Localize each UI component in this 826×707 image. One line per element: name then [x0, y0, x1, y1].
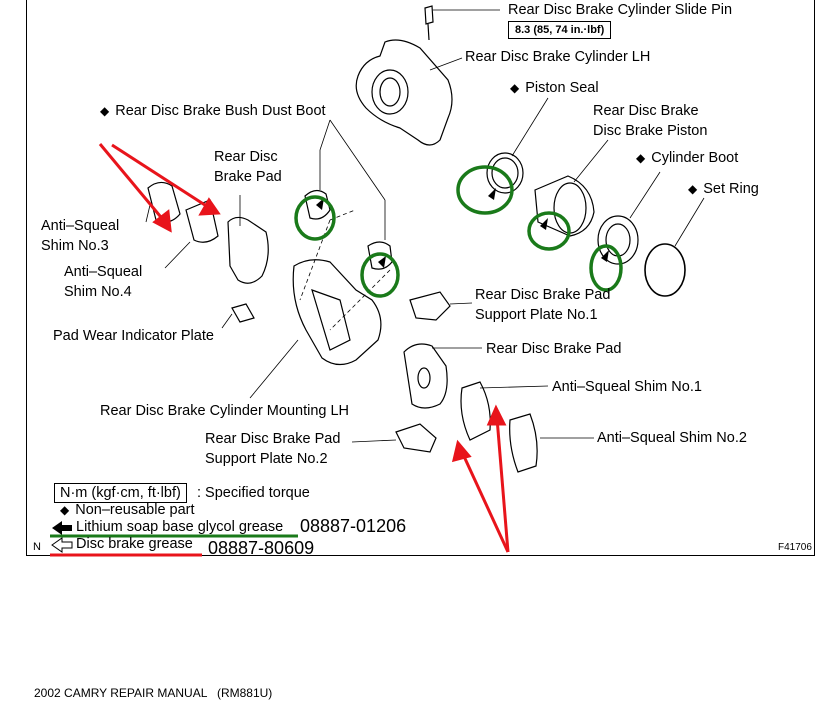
legend-nonreusable: ◆Non–reusable part — [60, 502, 195, 518]
label-support-plate-2: Rear Disc Brake Pad Support Plate No.2 — [205, 431, 341, 467]
legend-torque-text: : Specified torque — [197, 485, 310, 501]
disc-grease-part-number: 08887-80609 — [208, 538, 315, 558]
label-set-ring: ◆Set Ring — [688, 181, 759, 197]
disc-grease-arrow-icon — [51, 537, 73, 553]
rear-brake-pad-lower — [403, 343, 448, 409]
marker-n: N — [33, 541, 41, 553]
green-circle-2 — [360, 252, 400, 298]
label-cylinder-boot: ◆Cylinder Boot — [636, 150, 739, 166]
brake-piston — [534, 175, 595, 237]
diagram-frame — [26, 0, 815, 556]
cylinder-boot — [597, 215, 639, 265]
label-bush-dust-boot: ◆Rear Disc Brake Bush Dust Boot — [100, 103, 326, 119]
label-shim-2: Anti–Squeal Shim No.2 — [597, 430, 747, 446]
label-mounting-lh: Rear Disc Brake Cylinder Mounting LH — [100, 403, 350, 419]
nonreusable-diamond-icon: ◆ — [688, 182, 698, 196]
label-shim-4: Anti–Squeal Shim No.4 — [64, 264, 143, 300]
label-shim-3: Anti–Squeal Shim No.3 — [41, 218, 120, 254]
label-piston-seal: ◆Piston Seal — [510, 80, 599, 96]
label-support-plate-1: Rear Disc Brake Pad Support Plate No.1 — [475, 287, 611, 323]
anti-squeal-shim-2 — [509, 413, 538, 473]
nonreusable-diamond-icon: ◆ — [636, 151, 646, 165]
label-brake-pad: Rear Disc Brake Pad — [486, 341, 622, 357]
lithium-arrow-icon — [52, 521, 72, 535]
lithium-part-number: 08887-01206 — [300, 516, 407, 536]
pad-wear-indicator-plate — [231, 303, 255, 323]
label-slide-pin: Rear Disc Brake Cylinder Slide Pin — [508, 2, 733, 18]
label-cylinder-lh: Rear Disc Brake Cylinder LH — [465, 49, 651, 65]
legend-disc-grease: Disc brake grease — [76, 536, 193, 552]
pad-support-plate-2 — [395, 423, 437, 453]
anti-squeal-shim-4 — [185, 199, 219, 243]
legend-lithium-grease: Lithium soap base glycol grease — [76, 519, 284, 535]
green-circle-3 — [456, 165, 514, 215]
label-brake-pad-top: Rear Disc Brake Pad — [214, 149, 282, 185]
green-circle-5 — [589, 244, 623, 292]
red-arrow-2 — [111, 143, 209, 209]
legend-torque-box: N·m (kgf·cm, ft·lbf) — [54, 483, 187, 503]
green-circle-1 — [294, 195, 336, 241]
label-brake-piston: Rear Disc Brake Disc Brake Piston — [593, 103, 708, 139]
pad-support-plate-1 — [409, 291, 451, 321]
torque-box-slide-pin: 8.3 (85, 74 in.·lbf) — [508, 21, 612, 39]
bush-dust-boot-upper — [304, 189, 331, 220]
label-shim-1: Anti–Squeal Shim No.1 — [552, 379, 702, 395]
footer-manual-title: 2002 CAMRY REPAIR MANUAL (RM881U) — [34, 686, 273, 700]
red-arrow-1 — [98, 143, 167, 223]
cylinder-lh — [355, 39, 453, 146]
anti-squeal-shim-1 — [460, 381, 491, 441]
nonreusable-diamond-icon: ◆ — [100, 104, 110, 118]
rear-brake-pad-top — [227, 216, 269, 284]
red-arrow-3 — [460, 451, 510, 553]
slide-pin — [424, 5, 434, 41]
nonreusable-diamond-icon: ◆ — [510, 81, 520, 95]
figure-code: F41706 — [778, 542, 812, 553]
nonreusable-diamond-icon: ◆ — [60, 503, 70, 517]
green-circle-4 — [527, 211, 571, 251]
set-ring — [644, 243, 686, 297]
piston-seal — [486, 152, 524, 194]
red-arrow-4 — [495, 417, 510, 553]
label-wear-indicator-plate: Pad Wear Indicator Plate — [53, 328, 214, 344]
cylinder-mounting-lh — [292, 259, 382, 366]
